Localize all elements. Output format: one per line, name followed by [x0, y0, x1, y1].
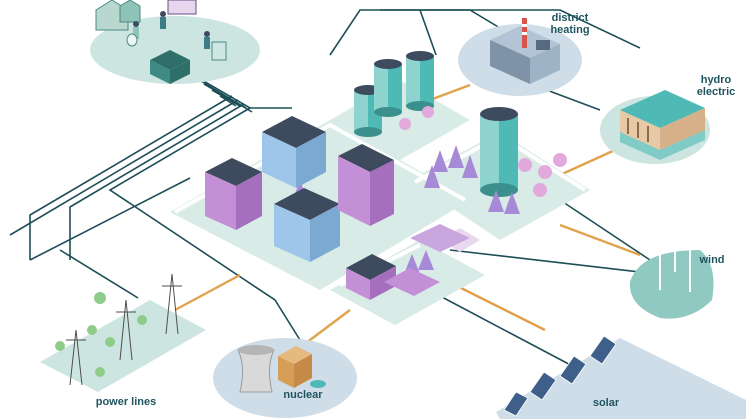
- building-purple: [338, 144, 394, 226]
- label-wind: wind: [692, 254, 732, 266]
- label-nuclear: nuclear: [276, 389, 330, 401]
- people-service-island: [90, 0, 260, 84]
- label-power-lines: power lines: [88, 396, 164, 408]
- label-district-heating: district heating: [540, 12, 600, 36]
- label-hydro-electric: hydro electric: [686, 74, 746, 98]
- tank-tower: [374, 59, 402, 117]
- label-solar: solar: [584, 397, 628, 409]
- nuclear-island: [213, 338, 357, 418]
- building-purple: [205, 158, 262, 230]
- power-lines-island: [40, 274, 206, 392]
- big-tank-tower: [480, 107, 518, 197]
- hydro-electric-island: [600, 90, 710, 164]
- tank-tower: [406, 51, 434, 111]
